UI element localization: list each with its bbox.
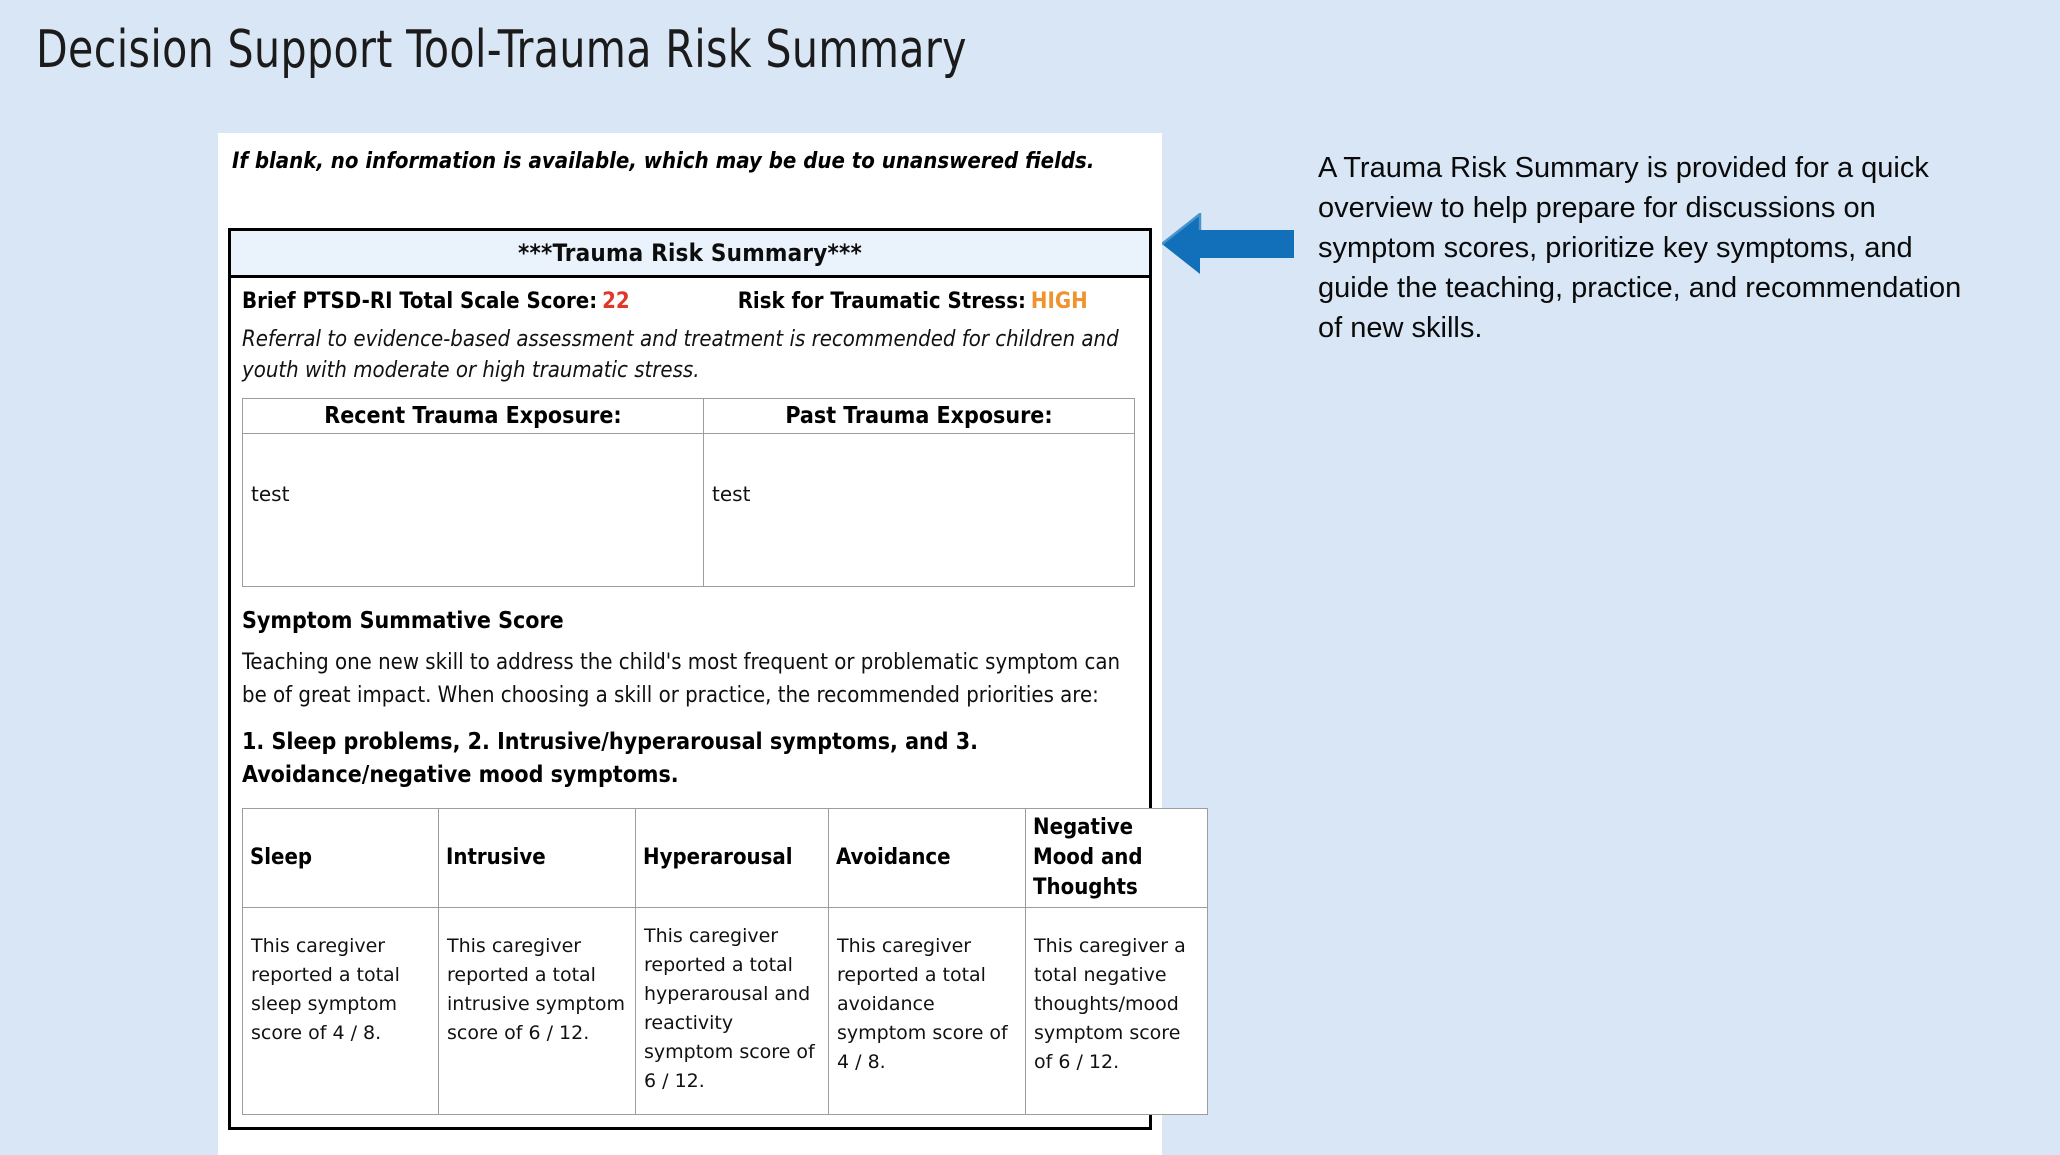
exposure-header-recent: Recent Trauma Exposure: [242,398,704,434]
risk-label: Risk for Traumatic Stress: [737,289,1026,314]
exposure-cell-recent: test [242,433,704,587]
trauma-exposure-table: Recent Trauma Exposure: Past Trauma Expo… [242,398,1135,587]
symptom-header-negative-mood-and-thoughts: Negative Mood and Thoughts [1025,808,1208,908]
table-header-row: Sleep Intrusive Hyperarousal Avoidance N… [242,808,1208,908]
report-banner-title: ***Trauma Risk Summary*** [231,231,1149,278]
page-title: Decision Support Tool-Trauma Risk Summar… [36,20,967,80]
symptom-header-hyperarousal: Hyperarousal [635,808,829,908]
total-scale-score: Brief PTSD-RI Total Scale Score:22 [242,289,630,314]
symptom-cell-avoidance: This caregiver reported a total avoidanc… [828,907,1026,1115]
symptom-summative-score-heading: Symptom Summative Score [242,608,564,634]
symptom-cell-sleep: This caregiver reported a total sleep sy… [242,907,439,1115]
callout-description: A Trauma Risk Summary is provided for a … [1318,152,1962,344]
document-intro-note: If blank, no information is available, w… [232,149,1095,174]
symptom-header-sleep: Sleep [242,808,439,908]
table-header-row: Recent Trauma Exposure: Past Trauma Expo… [242,398,1135,434]
score-summary-row: Brief PTSD-RI Total Scale Score:22 Risk … [242,289,1138,314]
symptom-cell-negative-mood: This caregiver a total negative thoughts… [1025,907,1208,1115]
symptom-intro-text: Teaching one new skill to address the ch… [242,650,1121,708]
table-row: This caregiver reported a total sleep sy… [242,907,1208,1115]
risk-value: HIGH [1030,289,1088,314]
symptom-priorities-text: 1. Sleep problems, 2. Intrusive/hyperaro… [242,729,979,788]
symptom-cell-intrusive: This caregiver reported a total intrusiv… [438,907,636,1115]
exposure-header-past: Past Trauma Exposure: [703,398,1135,434]
table-row: test test [242,433,1135,587]
symptom-score-table: Sleep Intrusive Hyperarousal Avoidance N… [242,808,1208,1115]
total-scale-score-label: Brief PTSD-RI Total Scale Score: [242,289,598,314]
referral-note: Referral to evidence-based assessment an… [242,327,1119,383]
report-body: Brief PTSD-RI Total Scale Score:22 Risk … [231,289,1208,1115]
exposure-cell-past: test [703,433,1135,587]
left-arrow-icon [1162,213,1294,274]
risk-for-traumatic-stress: Risk for Traumatic Stress:HIGH [738,289,1088,314]
symptom-header-intrusive: Intrusive [438,808,636,908]
symptom-cell-hyperarousal: This caregiver reported a total hyperaro… [635,907,829,1115]
total-scale-score-value: 22 [602,289,630,314]
trauma-risk-summary-document: If blank, no information is available, w… [218,133,1208,1155]
symptom-header-avoidance: Avoidance [828,808,1026,908]
report-box: ***Trauma Risk Summary*** Brief PTSD-RI … [228,228,1208,1130]
